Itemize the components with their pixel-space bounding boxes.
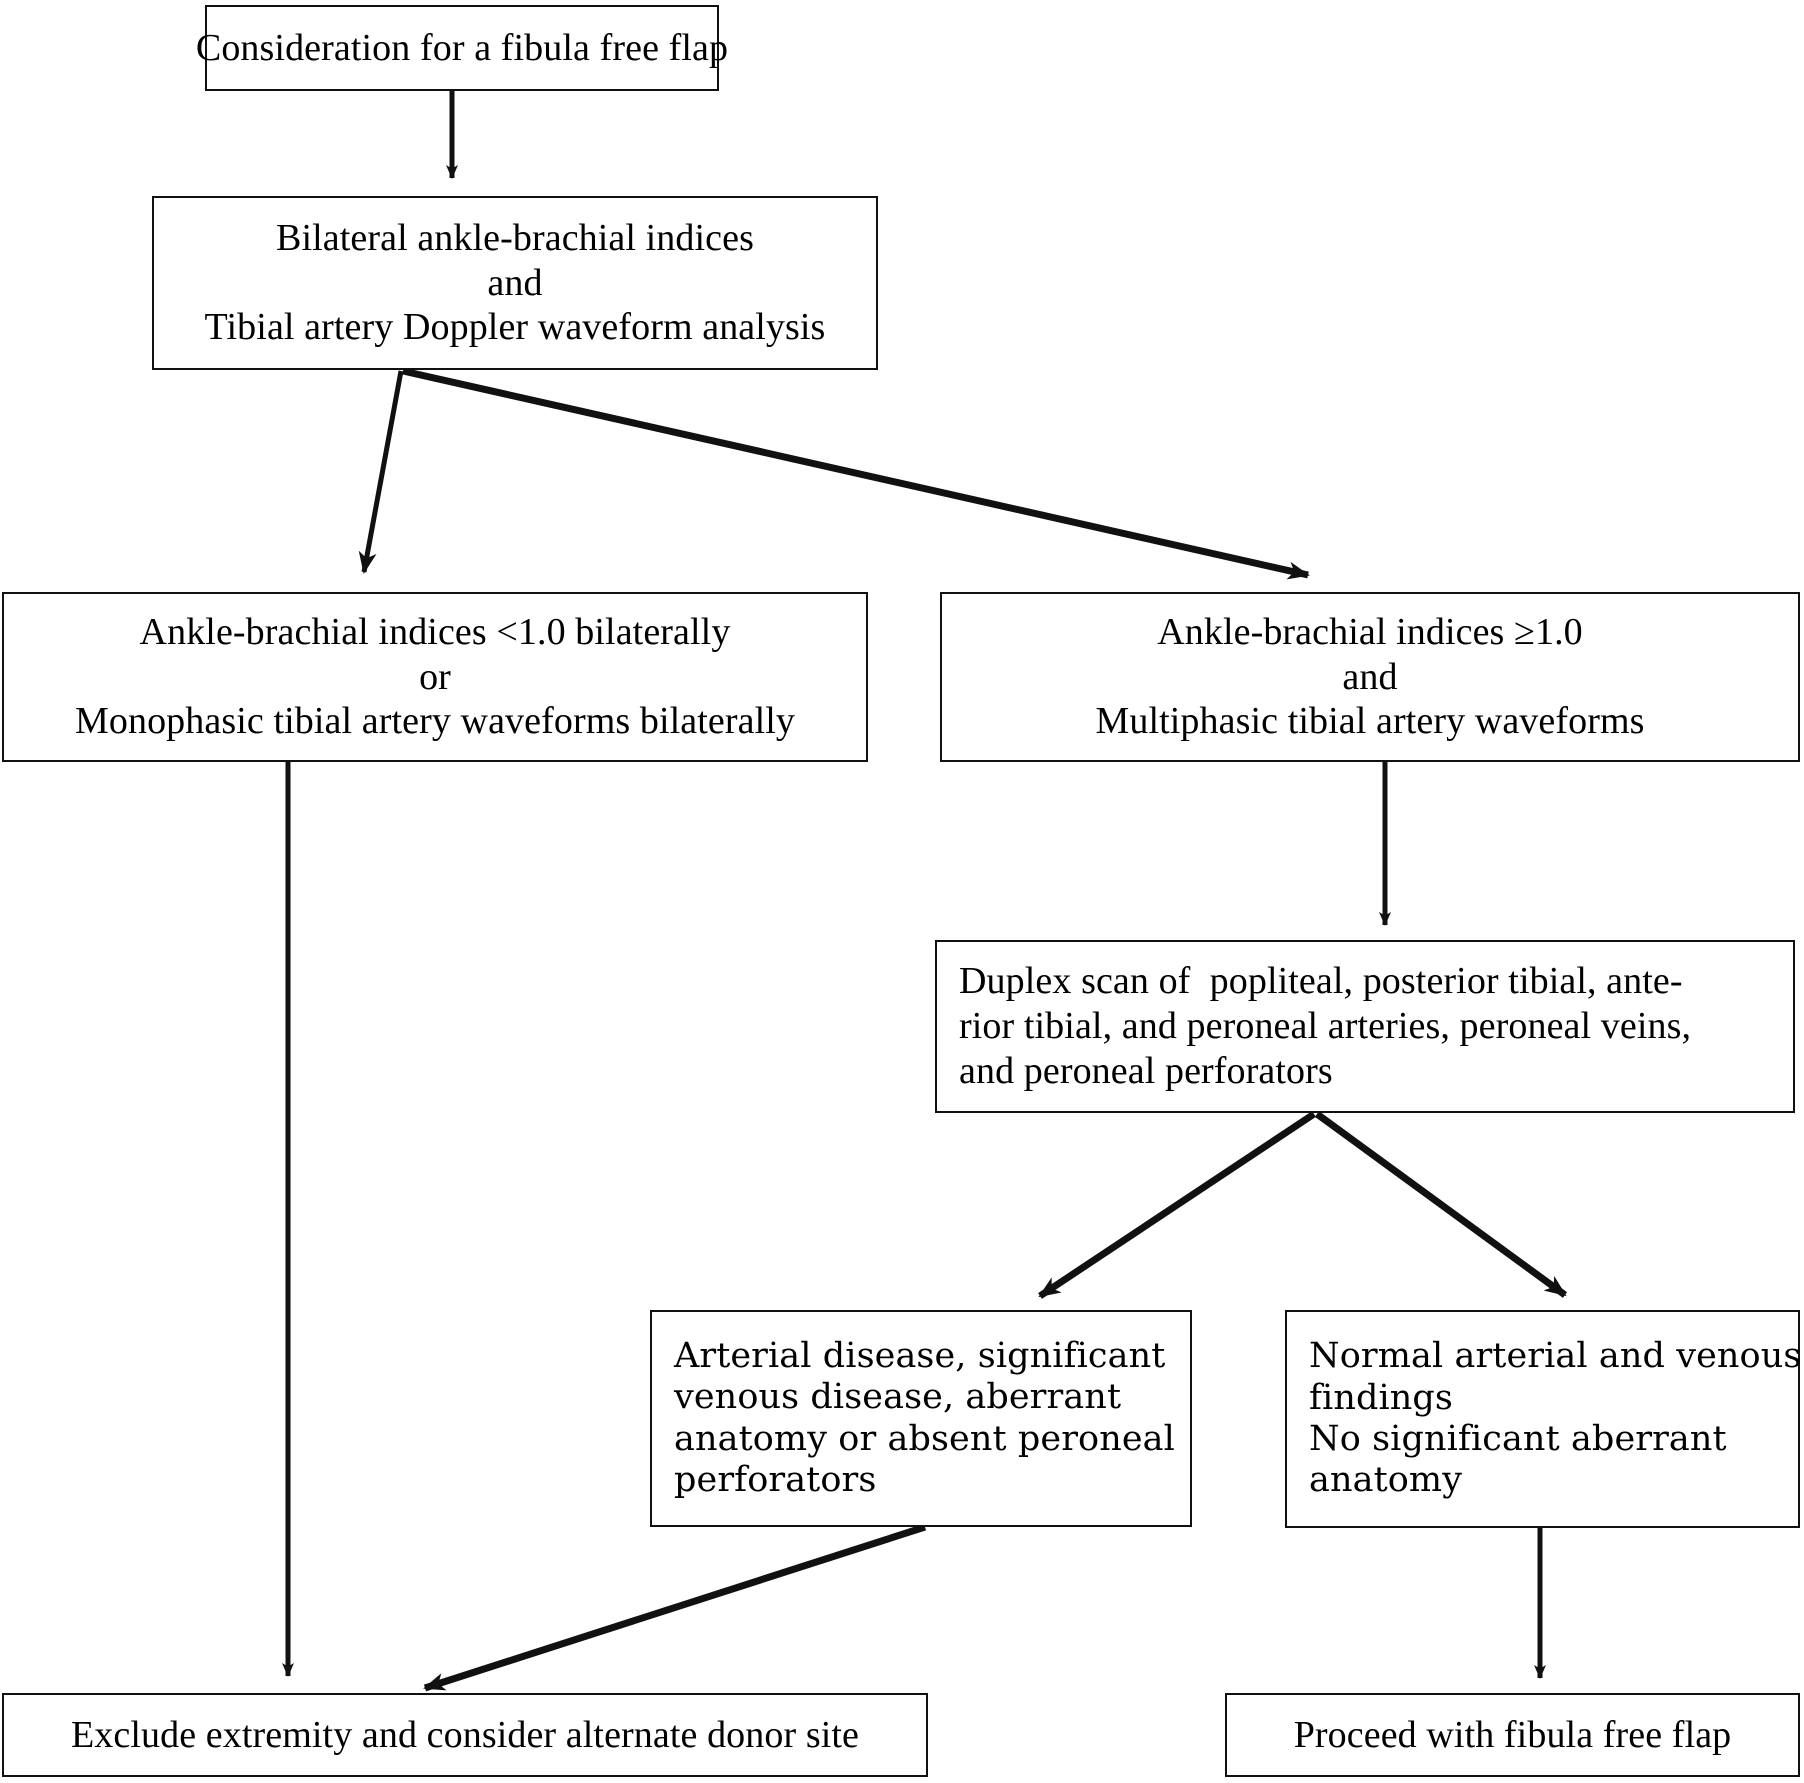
node-text-line: anatomy	[1309, 1460, 1463, 1501]
node-text-line: Consideration for a fibula free flap	[195, 26, 729, 69]
node-text-line: Exclude extremity and consider alternate…	[70, 1713, 860, 1756]
node-text-line: venous disease, aberrant	[674, 1377, 1122, 1418]
node-normal-findings[interactable]: Normal arterial and venous findings No s…	[1285, 1310, 1802, 1528]
node-text-line: No significant aberrant	[1309, 1419, 1727, 1459]
node-text-line: Multiphasic tibial artery waveforms	[1095, 700, 1645, 743]
node-text-line: and	[487, 261, 543, 304]
node-normal-abi[interactable]: Ankle-brachial indices ≥1.0 and Multipha…	[940, 592, 1800, 762]
node-text-line: Proceed with fibula free flap	[1293, 1713, 1732, 1756]
node-text-line: findings	[1309, 1377, 1453, 1418]
node-text-line: rior tibial, and peroneal arteries, pero…	[959, 1005, 1692, 1048]
node-text-line: Ankle-brachial indices ≥1.0	[1157, 610, 1583, 653]
node-text-line: Normal arterial and venous	[1309, 1336, 1802, 1377]
node-abi-doppler[interactable]: Bilateral ankle-brachial indices and Tib…	[152, 196, 878, 370]
edge-duplex-to-normalfindings	[1314, 1111, 1568, 1298]
edge-arterialdz-to-exclude	[423, 1523, 927, 1692]
edge-duplex-to-arterialdz	[1038, 1111, 1316, 1299]
node-text-line: Arterial disease, significant	[674, 1335, 1166, 1376]
node-proceed-flap[interactable]: Proceed with fibula free flap	[1225, 1693, 1800, 1777]
edge-abi-to-normal	[402, 367, 1310, 580]
node-exclude-extremity[interactable]: Exclude extremity and consider alternate…	[2, 1693, 928, 1777]
node-text-line: and peroneal perforators	[959, 1049, 1333, 1092]
node-text-line: Bilateral ankle-brachial indices	[276, 216, 754, 259]
node-text-line: Monophasic tibial artery waveforms bilat…	[74, 700, 796, 743]
edge-abi-to-abnormal	[358, 370, 404, 574]
node-consideration[interactable]: Consideration for a fibula free flap	[196, 5, 728, 91]
node-text-line: perforators	[674, 1459, 877, 1500]
node-arterial-disease[interactable]: Arterial disease, significant venous dis…	[650, 1310, 1192, 1527]
node-text-line: Tibial artery Doppler waveform analysis	[204, 306, 826, 349]
node-text-line: anatomy or absent peroneal	[674, 1418, 1175, 1459]
node-text-line: Ankle-brachial indices <1.0 bilaterally	[139, 610, 731, 653]
node-text-line: Duplex scan of popliteal, posterior tibi…	[959, 960, 1683, 1003]
node-text-line: or	[419, 655, 451, 698]
node-duplex-scan[interactable]: Duplex scan of popliteal, posterior tibi…	[935, 940, 1795, 1113]
node-text-line: and	[1342, 655, 1398, 698]
node-abnormal-abi[interactable]: Ankle-brachial indices <1.0 bilaterally …	[2, 592, 868, 762]
